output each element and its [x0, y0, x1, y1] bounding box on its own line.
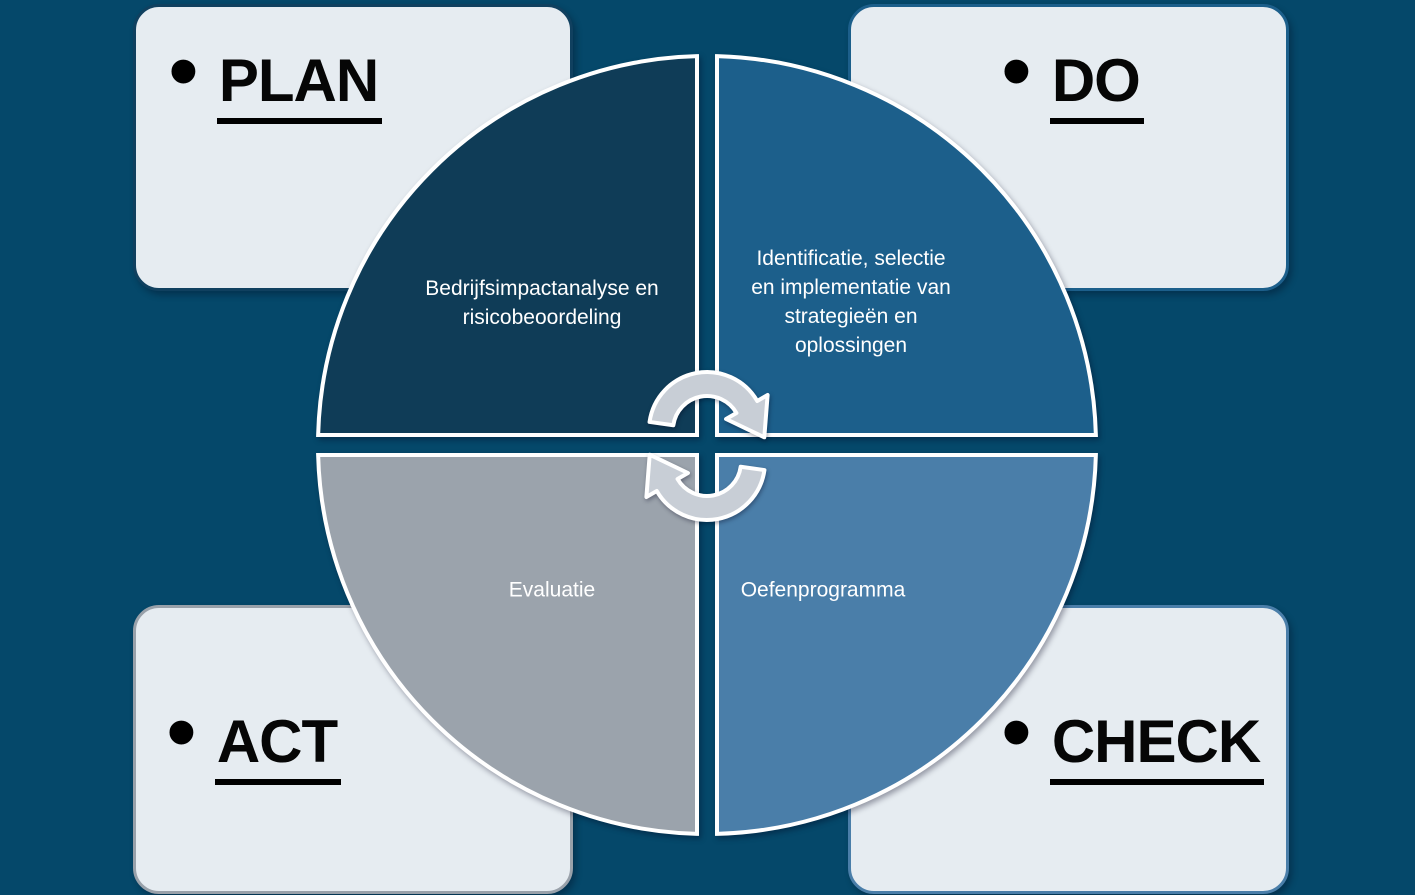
bullet-icon: •	[168, 21, 199, 120]
quadrant-label-do: Identificatie, selectie en implementatie…	[751, 247, 951, 357]
quadrant-top-left	[316, 54, 699, 437]
plan-card-content: • PLAN	[136, 7, 570, 124]
act-card-content: • ACT	[136, 608, 570, 785]
check-card-content: • CHECK	[851, 608, 1286, 785]
clockwise-arrow-bottom-icon	[644, 452, 767, 522]
bullet-icon: •	[1001, 21, 1032, 120]
quadrant-top-right	[715, 54, 1098, 437]
check-label: CHECK	[1049, 709, 1265, 785]
act-label: ACT	[214, 709, 342, 785]
cycle-quadrants	[316, 54, 1098, 836]
do-card-content: • DO	[851, 7, 1286, 124]
quadrant-bottom-left	[316, 453, 699, 836]
bullet-icon: •	[166, 682, 197, 781]
do-label: DO	[1049, 48, 1144, 124]
quadrant-label-check: Oefenprogramma	[740, 578, 906, 602]
cycle-arrows	[644, 370, 770, 522]
clockwise-arrow-top-icon	[647, 370, 770, 440]
quadrant-bottom-right	[715, 453, 1098, 836]
quadrant-label-plan: Bedrijfsimpactanalyse en risicobeoordeli…	[425, 277, 659, 329]
plan-label: PLAN	[216, 48, 383, 124]
bullet-icon: •	[1001, 682, 1032, 781]
quadrant-label-act: Evaluatie	[508, 578, 596, 602]
